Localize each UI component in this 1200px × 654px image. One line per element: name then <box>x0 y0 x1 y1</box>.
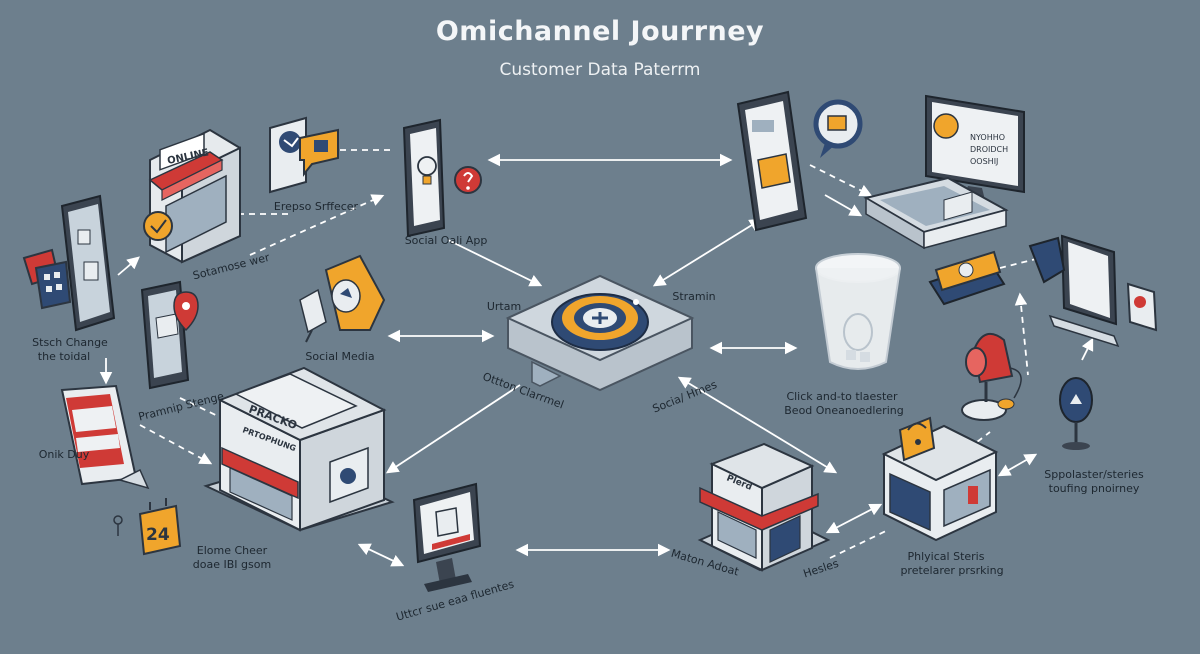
label-elome-1: Elome Cheer <box>197 544 268 557</box>
label-social-app: Social Oali App <box>405 234 488 247</box>
label-sotamose: Sotamose wer <box>191 251 271 283</box>
label-stramin: Stramin <box>672 290 715 303</box>
label-erepso: Erepso Srffecer <box>274 200 359 213</box>
label-social-media: Social Media <box>305 350 374 363</box>
svg-text:24: 24 <box>146 525 170 545</box>
smartphone-map-icon <box>140 280 199 390</box>
arrow-app-hub <box>447 239 543 287</box>
label-phys-2: pretelarer prsrking <box>900 564 1003 577</box>
svg-text:NYOHHO: NYOHHO <box>970 133 1005 142</box>
smartphone-left-icon <box>22 194 116 332</box>
label-stsch-2: the toidal <box>38 350 90 363</box>
arrow-card-monitor <box>999 257 1041 269</box>
id-card-icon <box>269 116 339 194</box>
label-urtam: Urtam <box>487 300 521 313</box>
page-subtitle: Customer Data Paterrm <box>499 60 701 80</box>
online-store-icon: ONLINE <box>143 128 241 264</box>
label-phys-1: Phlyical Steris <box>908 550 985 563</box>
page-title: Omichannel Jourrney <box>435 16 765 47</box>
headset-icon <box>961 332 1022 421</box>
laptop-left-icon <box>60 384 150 490</box>
arrow-store2-physical <box>825 503 883 534</box>
arrow-tablet-hub <box>652 218 763 287</box>
label-pramnip: Pramnip Stenge <box>137 390 225 424</box>
location-pin-icon <box>1059 377 1093 450</box>
arrow-tablet-laptop-2 <box>824 194 863 217</box>
right-monitor-icon <box>1028 234 1158 348</box>
label-social-hmes: Socia/ Hmes <box>651 378 719 416</box>
label-hesles: Hesles <box>802 557 841 581</box>
central-hub-platform <box>505 274 695 392</box>
arrow-pin-monitor <box>1081 337 1094 361</box>
arrow-laptop-onik <box>139 424 213 465</box>
tablet-icon <box>736 90 863 232</box>
svg-text:OOSHIJ: OOSHIJ <box>970 157 998 166</box>
retail-store-building: PRACKO PRTOPHUNG <box>203 366 395 532</box>
label-spr-1: Sppolaster/steries <box>1044 468 1144 481</box>
kiosk-monitor-icon <box>412 482 482 592</box>
svg-text:DROIDCH: DROIDCH <box>970 145 1008 154</box>
label-stsch-1: Stsch Change <box>32 336 108 349</box>
arrow-store2-physical-2 <box>829 529 889 559</box>
connector-arrows <box>99 149 1094 567</box>
laptop-icon <box>863 176 1009 250</box>
arrow-sotamoe-app <box>249 194 385 256</box>
arrow-hub-store <box>385 384 521 474</box>
arrow-store-monitor <box>357 543 405 567</box>
label-onik-duy: Onik Duy <box>39 448 90 461</box>
social-app-phone-icon <box>402 118 482 238</box>
label-click-1: Click and-to tlaester <box>786 390 898 403</box>
data-jar-icon <box>815 253 901 370</box>
arrow-hub-physical <box>677 376 838 474</box>
label-spr-2: toufing pnoirney <box>1049 482 1140 495</box>
physical-store-building <box>881 416 999 542</box>
arrow-jar-headset <box>1014 292 1029 376</box>
label-click-2: Beod Oneanoedlering <box>784 404 903 417</box>
social-media-icon <box>299 254 386 343</box>
arrow-physical-pin <box>997 453 1038 477</box>
payment-card-icon <box>928 250 1006 306</box>
calendar-icon: 24 <box>113 498 182 556</box>
arrow-phone-store <box>117 256 140 276</box>
arrow-pramnip-store <box>179 397 223 419</box>
arrow-tablet-laptop <box>809 164 873 197</box>
small-store-building: Plerd <box>697 442 831 572</box>
label-elome-2: doae IBI gsom <box>193 558 271 571</box>
